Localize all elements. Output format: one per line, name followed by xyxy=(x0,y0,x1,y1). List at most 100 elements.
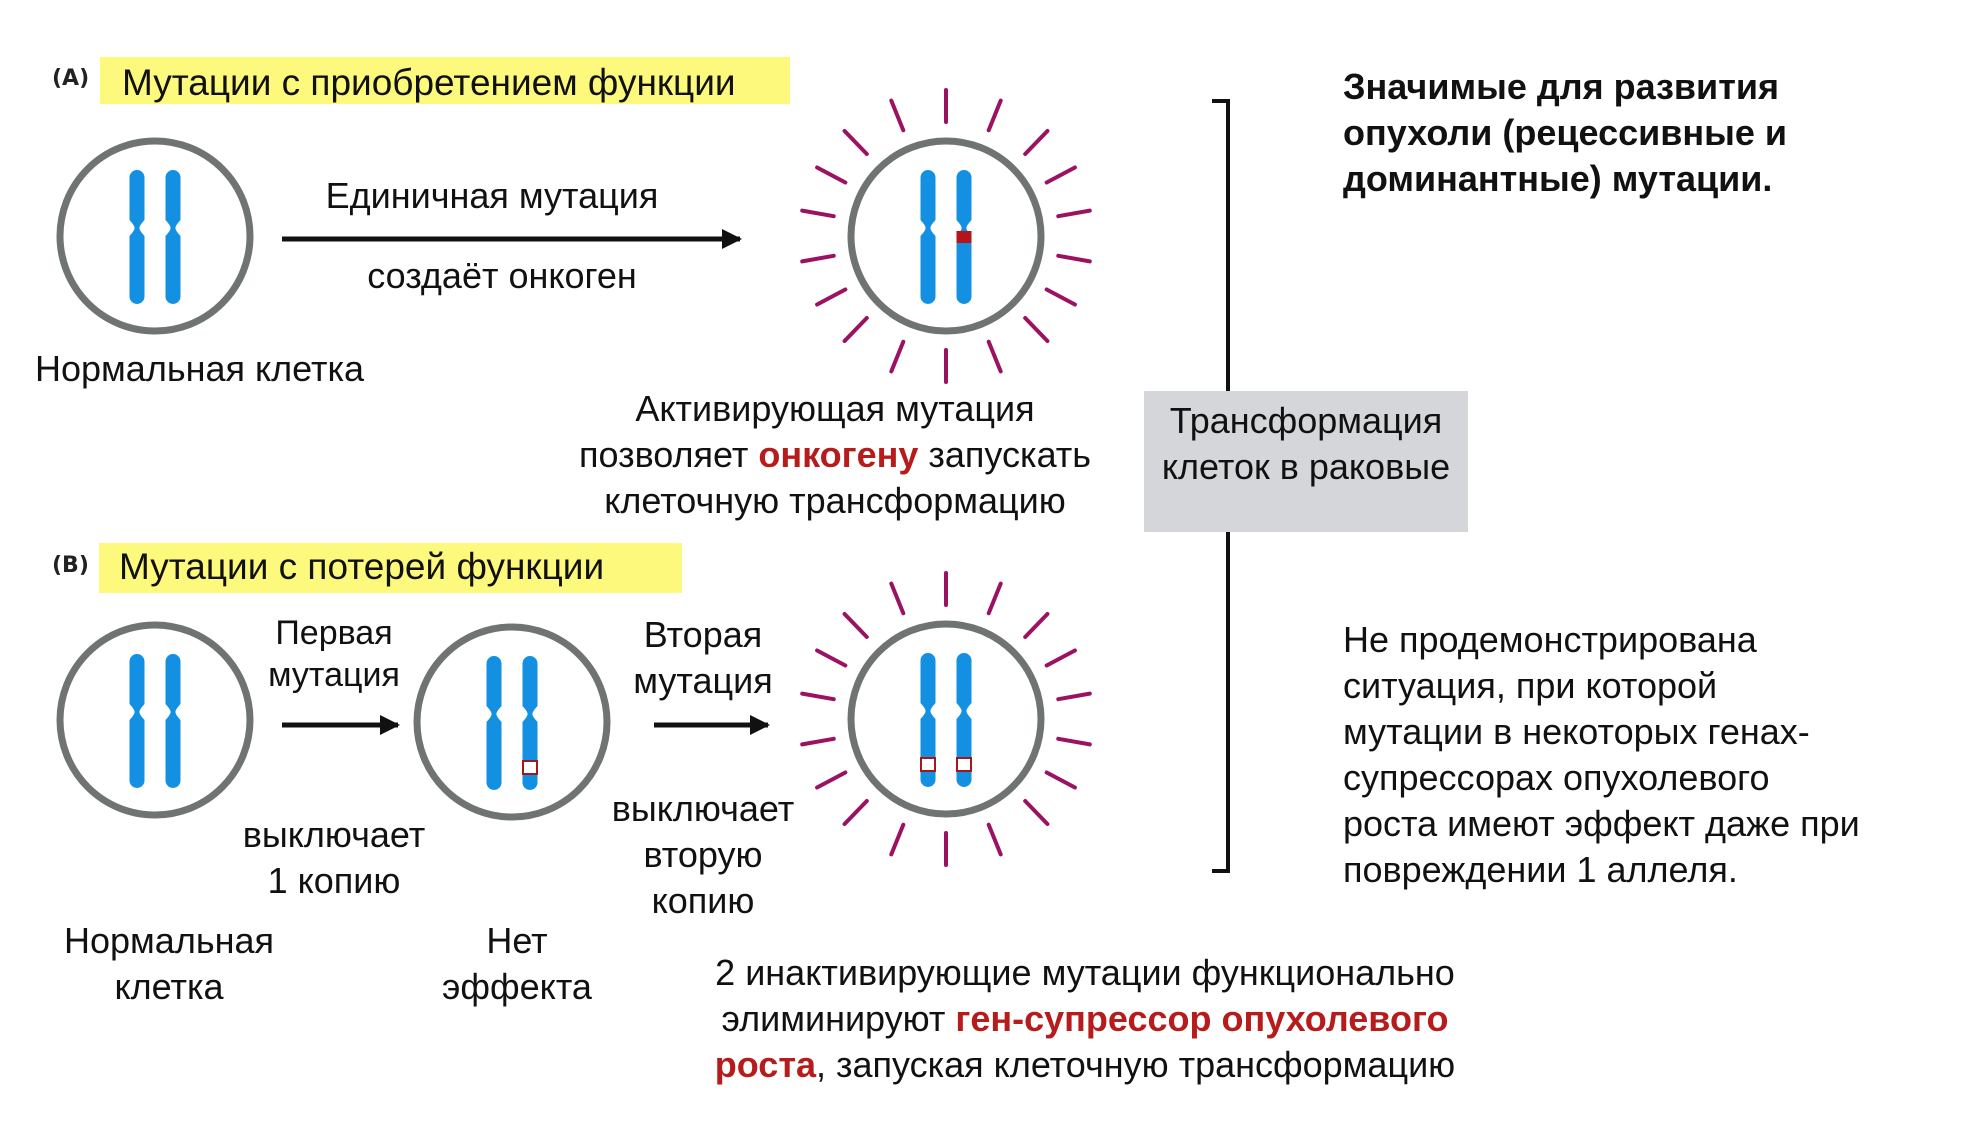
panel-a-title-highlight xyxy=(100,57,790,104)
cell-b-one-copy xyxy=(413,623,611,821)
arrow-b1-top-label: Первая мутация xyxy=(234,612,434,696)
signal-ray-icon xyxy=(800,691,836,702)
signal-ray-icon xyxy=(815,648,848,668)
normal-cell-b-line: Нормальная xyxy=(64,920,274,961)
arrow-a-top-label: Единичная мутация xyxy=(325,175,659,216)
right-note-top-line: Значимые для развития xyxy=(1343,66,1779,107)
chromosome-icon xyxy=(486,656,502,790)
signal-ray-icon xyxy=(1023,316,1050,344)
arrow-b2-bottom-line: копию xyxy=(651,880,755,921)
signal-ray-icon xyxy=(1044,770,1077,790)
signal-ray-icon xyxy=(800,253,836,264)
inactivating-mutation-mark xyxy=(956,757,972,772)
transformation-line-2: клеток в раковые xyxy=(1161,446,1451,487)
signal-ray-icon xyxy=(889,98,906,133)
signal-ray-icon xyxy=(986,822,1003,857)
signal-ray-icon xyxy=(842,799,869,827)
signal-ray-icon xyxy=(1023,611,1050,639)
inactivating-line-2-pre: элиминируют xyxy=(721,998,956,1039)
chromosome-icon xyxy=(129,170,145,305)
signal-ray-icon xyxy=(815,165,848,185)
arrow-b2-bottom-line: вторую xyxy=(643,834,763,875)
right-note-bottom-line: супрессорах опухолевого xyxy=(1343,757,1770,798)
cell-a-cancer xyxy=(800,88,1092,384)
signal-ray-icon xyxy=(889,822,906,857)
inactivating-mutation-text: 2 инактивирующие мутации функционально э… xyxy=(640,950,1530,1088)
chromosome-icon xyxy=(956,653,972,788)
arrow-b2-top-label: Вторая мутация xyxy=(603,612,803,704)
chromosome-icon xyxy=(522,656,538,790)
signal-ray-icon xyxy=(1056,736,1092,747)
right-note-bottom-line: мутации в некоторых генах- xyxy=(1343,711,1810,752)
signal-ray-icon xyxy=(1044,165,1077,185)
inactivating-line-2: элиминируют ген-супрессор опухолевого xyxy=(640,996,1530,1042)
inactivating-mutation-mark xyxy=(920,757,936,772)
cell-b-normal xyxy=(56,621,254,819)
normal-cell-b-line: клетка xyxy=(114,966,224,1007)
panel-b-label: (B) xyxy=(52,553,89,578)
inactivating-line-3-post: , запуская клеточную трансформацию xyxy=(815,1044,1456,1085)
tumor-suppressor-term: ген-супрессор опухолевого xyxy=(955,998,1449,1039)
cell-b-cancer xyxy=(800,571,1092,867)
cell-membrane-icon xyxy=(847,137,1045,335)
right-note-top: Значимые для развития опухоли (рецессивн… xyxy=(1343,64,1787,202)
right-note-bottom-line: ситуация, при которой xyxy=(1343,665,1718,706)
inactivating-line-1: 2 инактивирующие мутации функционально xyxy=(715,952,1455,993)
activating-line-1: Активирующая мутация xyxy=(635,388,1035,429)
signal-ray-icon xyxy=(815,287,848,307)
no-effect-line: эффекта xyxy=(442,966,592,1007)
bracket xyxy=(1212,99,1230,873)
transformation-line-1: Трансформация xyxy=(1169,400,1443,441)
signal-ray-icon xyxy=(842,128,869,156)
cell-membrane-icon xyxy=(56,621,254,819)
signal-ray-icon xyxy=(800,208,836,219)
cell-a-normal xyxy=(56,137,254,335)
right-note-top-line: опухоли (рецессивные и xyxy=(1343,112,1788,153)
no-effect-line: Нет xyxy=(486,920,548,961)
signal-ray-icon xyxy=(1023,128,1050,156)
signal-ray-icon xyxy=(889,339,906,374)
right-note-bottom-line: роста имеют эффект даже при xyxy=(1343,803,1860,844)
activating-line-2-pre: позволяет xyxy=(578,434,759,475)
signal-ray-icon xyxy=(815,770,848,790)
transformation-box xyxy=(1144,391,1468,532)
normal-cell-a-label: Нормальная клетка xyxy=(35,348,365,389)
normal-cell-b-label: Нормальная клетка xyxy=(53,918,285,1010)
chromosome-icon xyxy=(165,170,181,305)
inactivating-mutation-mark xyxy=(522,760,538,775)
signal-ray-icon xyxy=(1044,287,1077,307)
arrow-a-bottom-label: создаёт онкоген xyxy=(367,255,637,296)
right-note-bottom-line: Не продемонстрирована xyxy=(1343,619,1757,660)
cell-membrane-icon xyxy=(413,623,611,821)
chromosome-icon xyxy=(920,653,936,788)
arrow-b1-top-line: мутация xyxy=(268,656,400,694)
cell-membrane-icon xyxy=(56,137,254,335)
chromosome-icon xyxy=(165,654,181,789)
inactivating-line-3: роста, запуская клеточную трансформацию xyxy=(640,1042,1530,1088)
panel-b-title: Мутации с потерей функции xyxy=(119,546,605,587)
panel-a-label: (A) xyxy=(52,66,90,91)
signal-ray-icon xyxy=(889,581,906,616)
chromosome-icon xyxy=(920,170,936,305)
oncogene-term: онкогену xyxy=(758,434,919,475)
right-note-bottom-line: повреждении 1 аллеля. xyxy=(1343,849,1738,890)
signal-ray-icon xyxy=(986,581,1003,616)
activating-line-3: клеточную трансформацию xyxy=(604,480,1066,521)
panel-a-title: Мутации с приобретением функции xyxy=(122,62,736,103)
no-effect-label: Нет эффекта xyxy=(417,918,617,1010)
chromosome-icon xyxy=(129,654,145,789)
arrow-b1-bottom-label: выключает 1 копию xyxy=(234,812,434,904)
cells-layer xyxy=(56,88,1092,867)
activating-mutation-text: Активирующая мутация позволяет онкогену … xyxy=(535,386,1135,524)
signal-ray-icon xyxy=(800,736,836,747)
arrow-b2-top-line: Вторая xyxy=(643,614,763,655)
signal-ray-icon xyxy=(842,611,869,639)
activating-mutation-mark xyxy=(956,231,972,243)
activating-line-2-post: запускать xyxy=(918,434,1092,475)
signal-ray-icon xyxy=(986,98,1003,133)
signal-ray-icon xyxy=(842,316,869,344)
right-note-bottom: Не продемонстрирована ситуация, при кото… xyxy=(1343,617,1860,893)
signal-ray-icon xyxy=(1023,799,1050,827)
arrow-b1-bottom-line: выключает xyxy=(242,814,426,855)
